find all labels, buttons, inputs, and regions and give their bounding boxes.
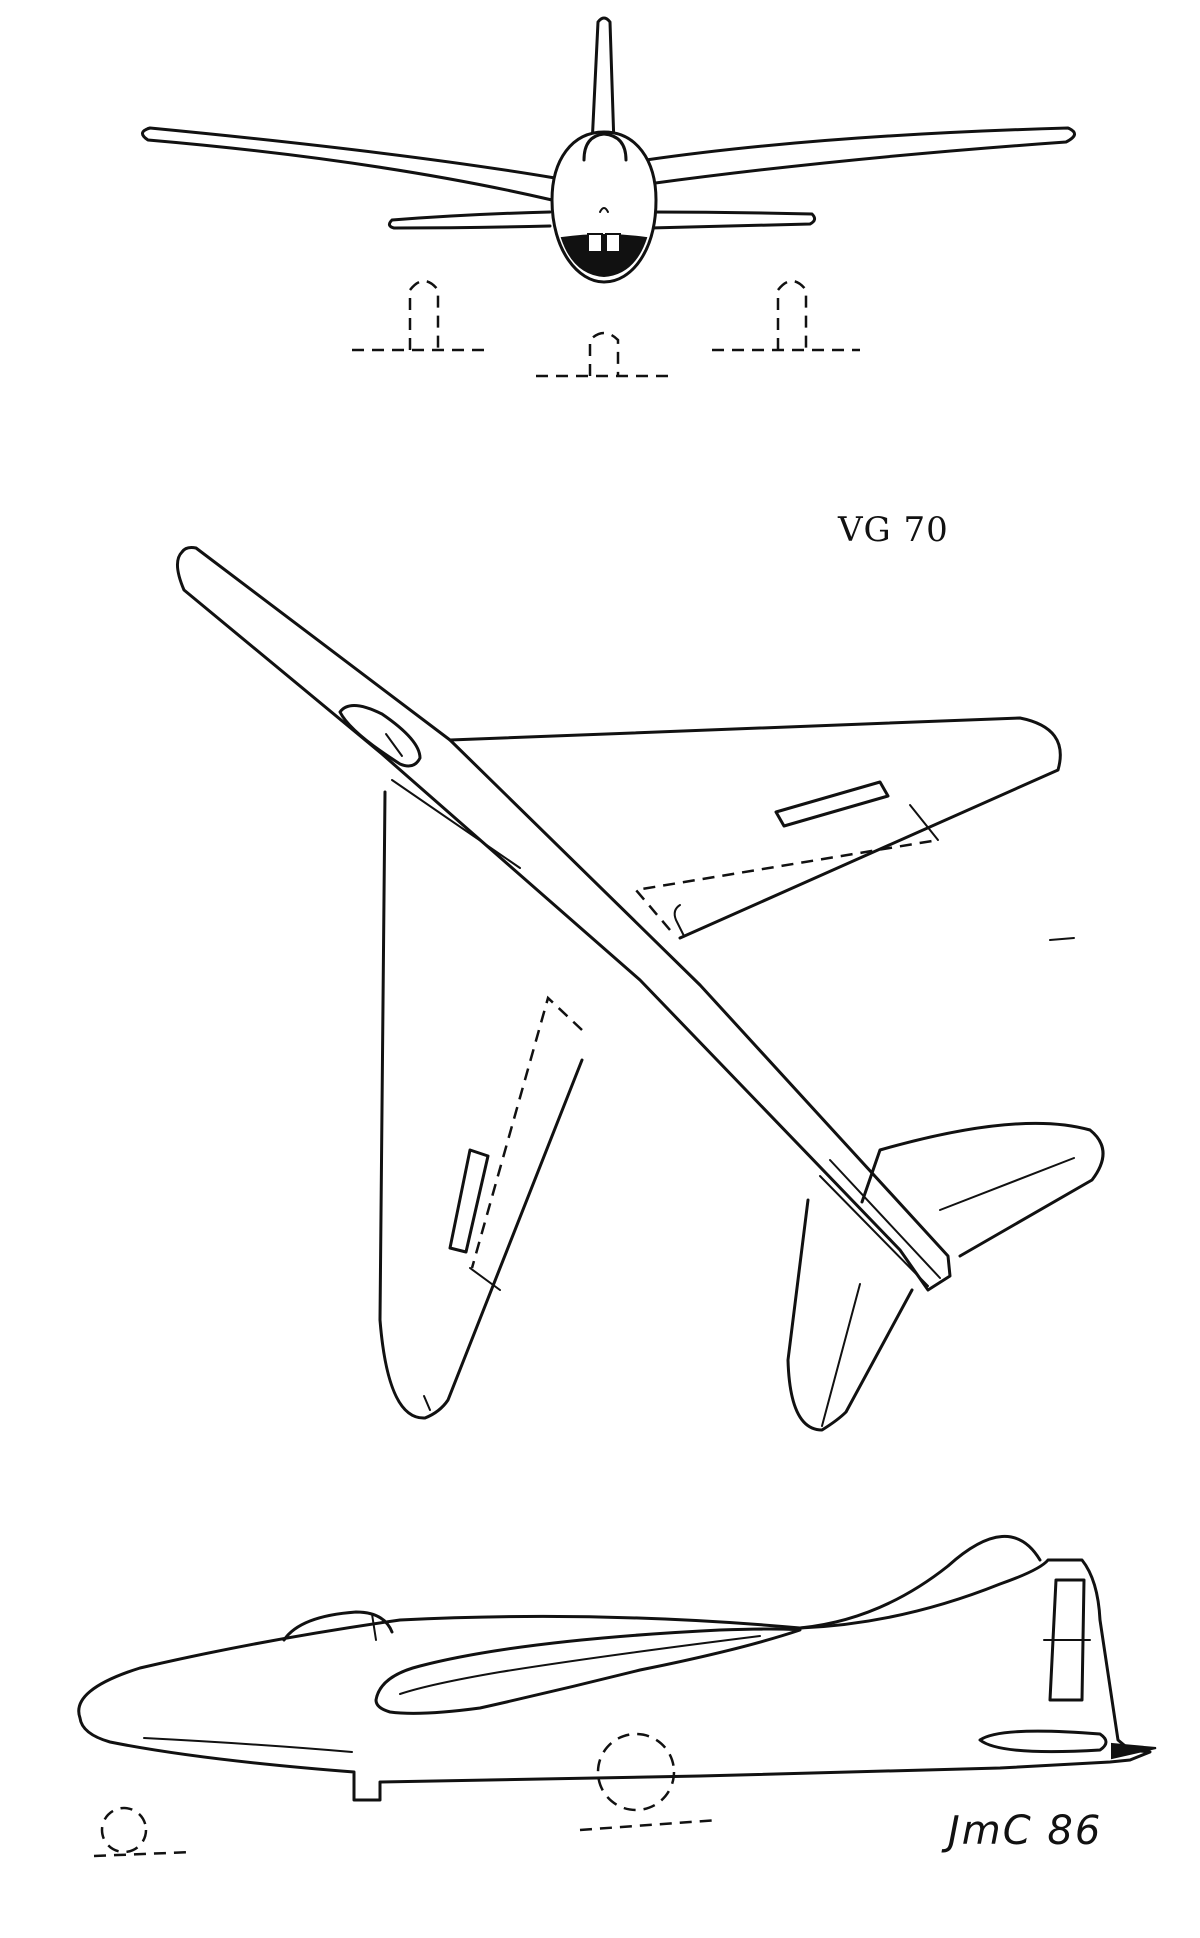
- plan-right-wing-tip-line: [423, 1395, 431, 1411]
- plan-left-wing-dashed-root: [633, 838, 939, 931]
- plan-right-wing-dashed-root: [470, 995, 583, 1269]
- front-nose-probe: [599, 207, 609, 213]
- plan-right-tail: [786, 1198, 914, 1432]
- front-gear-nose: [588, 331, 620, 376]
- front-intake-splitter-right: [605, 233, 621, 253]
- front-canopy: [582, 132, 628, 162]
- plan-right-elevator-line: [821, 1283, 861, 1427]
- front-right-wing: [644, 126, 1076, 186]
- side-exhaust: [1111, 1742, 1157, 1760]
- plan-right-aileron: [448, 1148, 490, 1254]
- plan-left-wing: [448, 716, 1062, 940]
- front-view: [141, 16, 1076, 378]
- side-main-wheel: [596, 1732, 676, 1812]
- plan-intake-line: [391, 779, 521, 869]
- front-intake-splitter-left: [587, 233, 603, 253]
- side-nose-ground: [93, 1850, 193, 1858]
- side-nose-wheel: [100, 1806, 148, 1854]
- side-tailplane: [978, 1729, 1108, 1754]
- side-main-ground: [579, 1818, 719, 1832]
- aircraft-type-label: VG 70: [838, 510, 949, 550]
- side-wing-fairing-inner: [399, 1635, 761, 1695]
- plan-fuselage: [176, 546, 952, 1292]
- front-gear-right: [776, 279, 808, 350]
- artist-signature: JmC 86: [948, 1808, 1103, 1854]
- plan-tailcone-line: [829, 1159, 941, 1279]
- side-fin: [798, 1535, 1042, 1630]
- side-rudder: [1048, 1578, 1086, 1702]
- side-view: [77, 1535, 1157, 1858]
- stray-mark: [1049, 937, 1075, 941]
- plan-left-aileron: [774, 780, 890, 828]
- front-left-tailplane: [387, 210, 552, 230]
- plan-tailcone-line-2: [819, 1175, 929, 1287]
- front-fin: [590, 16, 616, 147]
- plan-canopy-frame: [385, 733, 403, 757]
- plan-right-wing: [378, 790, 584, 1420]
- plan-left-elevator-line: [939, 1157, 1075, 1211]
- side-fuselage: [77, 1558, 1152, 1802]
- plan-left-flap-line: [909, 804, 939, 841]
- side-belly-line: [143, 1737, 353, 1753]
- side-wing-fairing: [374, 1627, 802, 1715]
- front-right-tailplane: [648, 210, 817, 230]
- side-canopy: [282, 1610, 394, 1642]
- plan-canopy: [338, 704, 422, 768]
- front-gear-left: [408, 279, 440, 350]
- side-canopy-frame: [371, 1613, 377, 1641]
- front-left-wing: [141, 126, 557, 202]
- plan-left-tail: [860, 1121, 1105, 1258]
- plan-view: [176, 546, 1105, 1432]
- plan-right-flap-line: [469, 1267, 501, 1291]
- plan-left-flap-hinge: [673, 904, 685, 937]
